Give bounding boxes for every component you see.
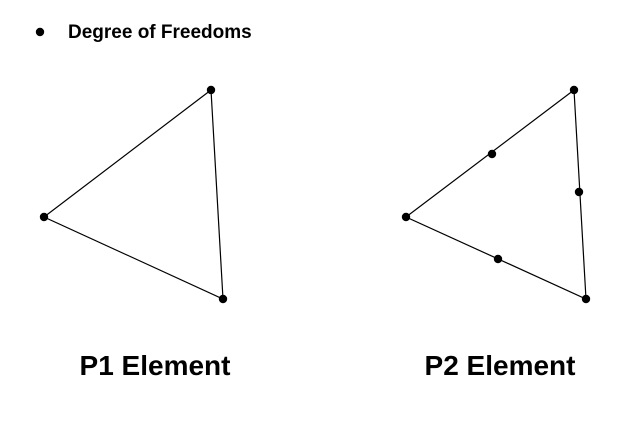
legend: Degree of Freedoms — [35, 22, 252, 43]
p2-midpoint-dof-lower-left — [493, 254, 503, 264]
p2-midpoint-dof-right — [574, 187, 584, 197]
p1-triangle-edges — [42, 88, 224, 300]
p2-vertex-dof-top — [569, 85, 579, 95]
p1-vertex-dof-left — [39, 212, 49, 222]
legend-label: Degree of Freedoms — [68, 22, 252, 43]
p1-element-title: P1 Element — [80, 350, 231, 381]
p2-midpoint-dof-upper-left — [487, 149, 497, 159]
p2-element-title: P2 Element — [425, 350, 576, 381]
p2-vertex-dof-bottom — [581, 294, 591, 304]
p2-element: P2 Element — [401, 85, 591, 381]
p1-vertex-dof-top — [206, 85, 216, 95]
p1-vertex-dof-bottom — [218, 294, 228, 304]
p2-vertex-dof-left — [401, 212, 411, 222]
legend-dof-marker-icon — [35, 27, 45, 37]
p1-element: P1 Element — [39, 85, 231, 381]
p2-triangle-edges — [404, 88, 587, 300]
